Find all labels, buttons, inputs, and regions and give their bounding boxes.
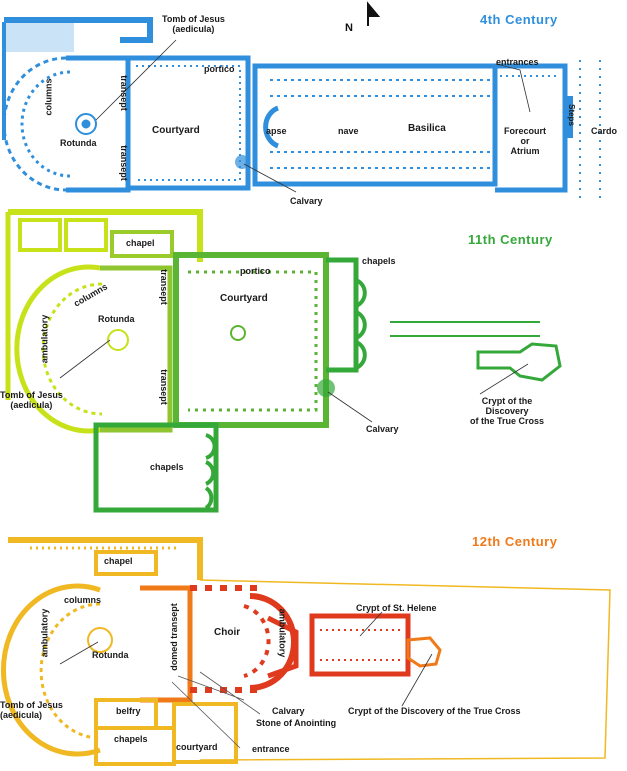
title-12th-century: 12th Century — [472, 534, 558, 549]
label-basilica-4: Basilica — [408, 123, 446, 134]
label-belfry-12: belfry — [116, 706, 141, 716]
label-rotunda-11: Rotunda — [98, 314, 135, 324]
label-tomb-4: Tomb of Jesus (aedicula) — [162, 14, 225, 34]
label-chapel-12: chapel — [104, 556, 133, 566]
label-chapel-11: chapel — [126, 238, 155, 248]
label-transept-top-4: transept — [118, 75, 129, 111]
title-4th-century: 4th Century — [480, 12, 558, 27]
label-tomb-12: Tomb of Jesus (aedicula) — [0, 700, 63, 720]
label-crypt-11: Crypt of the Discovery of the True Cross — [470, 396, 545, 426]
label-entrance-12: entrance — [252, 744, 290, 754]
label-chapels-bot-11: chapels — [150, 462, 184, 472]
label-tomb-11: Tomb of Jesus (aedicula) — [0, 390, 63, 410]
label-portico-4: portico — [204, 64, 235, 74]
label-choir-12: Choir — [214, 627, 241, 638]
label-courtyard-12: courtyard — [176, 742, 218, 752]
label-chapels-top-11: chapels — [362, 256, 396, 266]
label-ambulatory-left-12: ambulatory — [39, 608, 50, 658]
label-columns-12: columns — [64, 595, 102, 605]
label-apse-4: apse — [266, 126, 287, 136]
label-calvary-12: Calvary — [272, 706, 305, 716]
north-label: N — [345, 22, 353, 34]
label-transept-bot-4: transept — [118, 145, 129, 181]
label-entrances-4: entrances — [496, 57, 539, 67]
plan-11th-century — [5, 209, 562, 513]
label-ambulatory-11: ambulatory — [39, 314, 50, 364]
label-rotunda-12: Rotunda — [92, 650, 129, 660]
label-steps-4: Steps — [566, 104, 576, 126]
label-crypt-discovery-12: Crypt of the Discovery of the True Cross — [348, 706, 521, 716]
label-cardo-4: Cardo — [591, 126, 618, 136]
label-courtyard-11: Courtyard — [220, 293, 268, 304]
label-domed-transept-12: domed transept — [168, 603, 179, 671]
north-arrow-icon — [367, 1, 381, 26]
label-nave-4: nave — [338, 126, 359, 136]
label-calvary-4: Calvary — [290, 196, 323, 206]
label-crypt-helene-12: Crypt of St. Helene — [356, 603, 437, 613]
label-forecourt-4: Forecourt or Atrium — [504, 126, 547, 156]
label-chapels-12: chapels — [114, 734, 148, 744]
label-columns-4: columns — [43, 78, 54, 116]
label-stone-12: Stone of Anointing — [256, 718, 337, 728]
label-transept-top-11: transept — [158, 269, 169, 305]
label-portico-11: portico — [240, 266, 271, 276]
label-calvary-11: Calvary — [366, 424, 399, 434]
title-11th-century: 11th Century — [468, 232, 553, 247]
label-rotunda-4: Rotunda — [60, 138, 97, 148]
plan-4th-century — [2, 17, 601, 200]
label-courtyard-4: Courtyard — [152, 125, 200, 136]
plan-12th-century — [0, 537, 611, 766]
label-ambulatory-right-12: ambulatory — [277, 608, 288, 658]
label-transept-bot-11: transept — [158, 369, 169, 405]
